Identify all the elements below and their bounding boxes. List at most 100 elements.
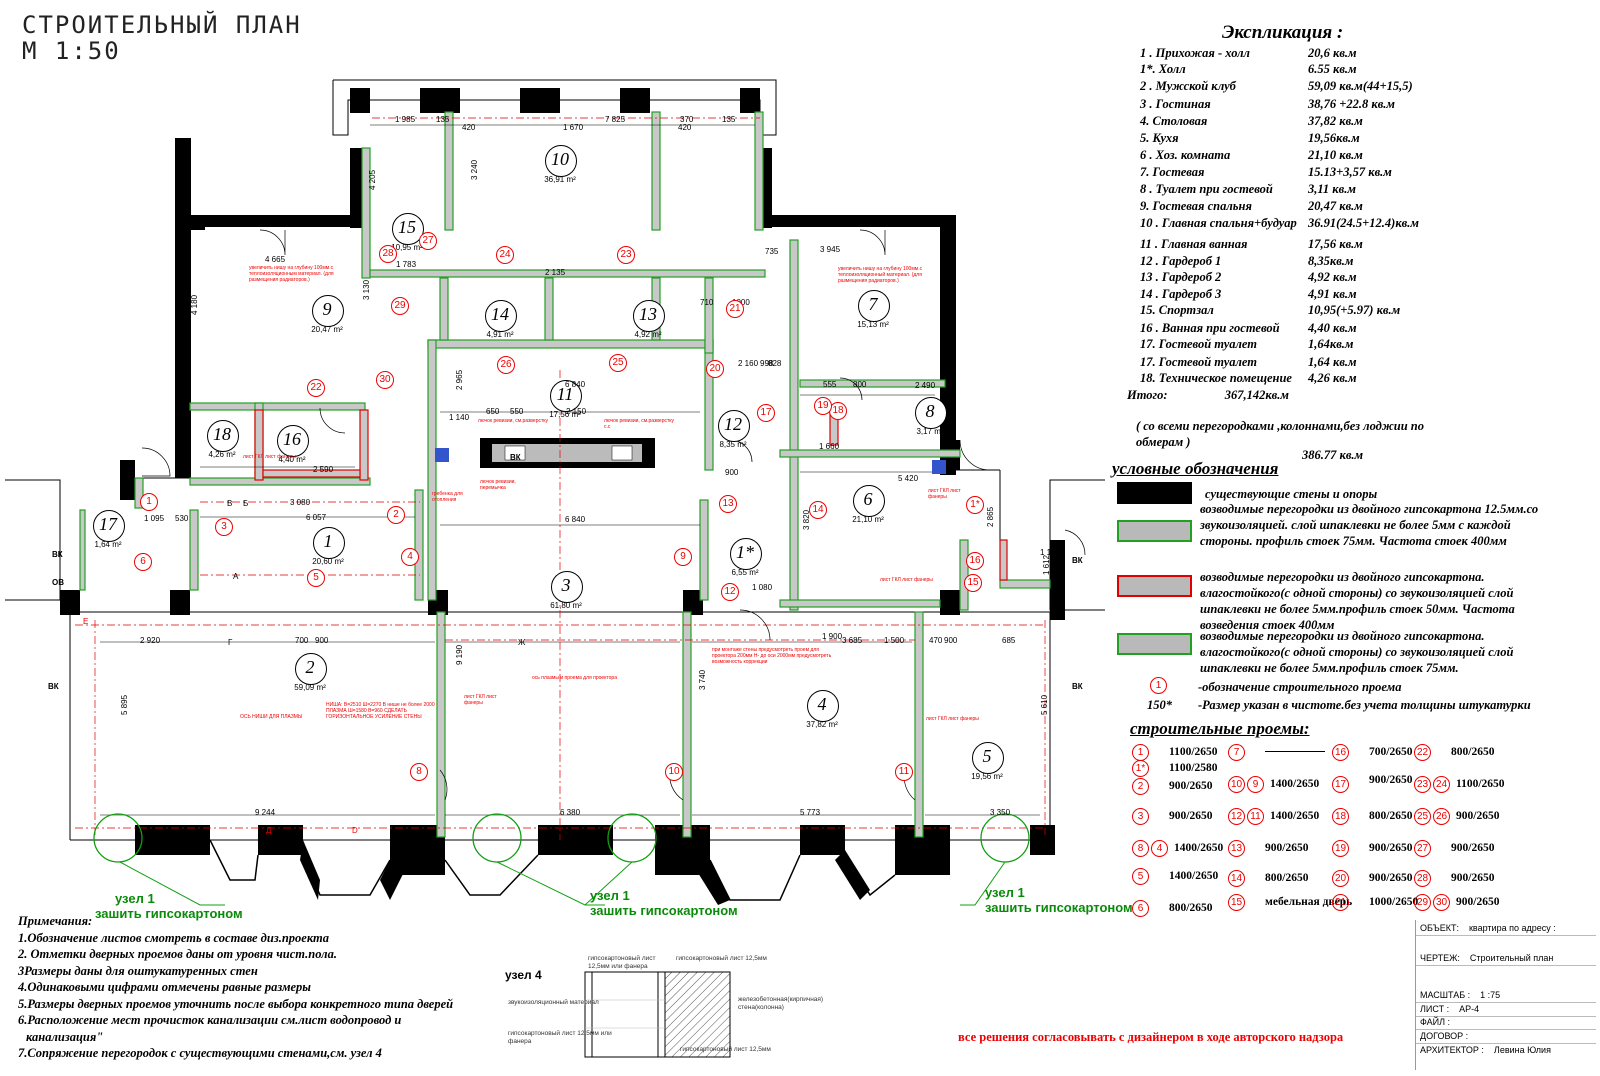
opening-size: 900/2650: [1451, 842, 1495, 854]
room-area-value: 15.13+3,57 кв.м: [1308, 165, 1392, 179]
legend-swatch-existing: [1117, 482, 1192, 504]
explication-note: ( со всеми перегородками ,колоннами,без …: [1136, 419, 1425, 449]
room-name: 10 . Главная спальня+будуар: [1140, 216, 1297, 230]
opening-size: 900/2650: [1369, 842, 1413, 854]
room-area-value: 4,26 кв.м: [1308, 371, 1357, 385]
title-block-row: ДОГОВОР :: [1420, 1031, 1478, 1041]
title-block-label: АРХИТЕКТОР :: [1420, 1045, 1484, 1055]
axis-letter: Б: [243, 499, 249, 508]
opening-number: 15: [1228, 894, 1245, 911]
legend-text-partition-50: возводимые перегородки из двойного гипсо…: [1200, 570, 1515, 632]
opening-number: 20: [1332, 870, 1349, 887]
room-name: 12 . Гардероб 1: [1140, 254, 1222, 268]
dimension-label: 3 685: [842, 636, 863, 645]
plan-annotation: лючок ревизии, см.разверстку: [478, 418, 549, 424]
dimension-label: 530: [175, 514, 189, 523]
room-name: 5. Кухя: [1140, 131, 1179, 145]
supervision-note: все решения согласовывать с дизайнером в…: [958, 1030, 1344, 1044]
room-name: 17. Гостевой туалет: [1140, 337, 1258, 351]
dimension-label: 710: [700, 298, 714, 307]
room-name: 1 . Прихожая - холл: [1140, 46, 1250, 60]
opening-number: 25: [1414, 808, 1431, 825]
axis-letter: В: [227, 499, 233, 508]
plan-annotation: лист ГКЛ лист фанеры: [880, 577, 933, 583]
dimension-label: 1 660: [819, 442, 840, 451]
legend-opening-symbol: 1: [1150, 677, 1167, 694]
opening-size: 1400/2650: [1174, 842, 1224, 854]
vk-mark: ВК: [48, 682, 59, 691]
room-name: 2 . Мужской клуб: [1140, 79, 1236, 93]
opening-number: 29: [1414, 894, 1431, 911]
opening-size: 800/2650: [1169, 902, 1213, 914]
node1-label-right: узел 1 зашить гипсокартоном: [985, 885, 1133, 915]
radiator-manifolds: [435, 448, 946, 474]
opening-number: 2: [1132, 778, 1149, 795]
door-opening-marker: 17: [757, 404, 775, 422]
dimension-label: 370: [680, 115, 694, 124]
dimension-label: 650: [486, 407, 500, 416]
dimension-label: 6 840: [565, 380, 586, 389]
room-area: 20,60 m²: [312, 557, 344, 566]
node1-label-left: узел 1 зашить гипсокартоном: [95, 891, 243, 921]
room-area-value: 10,95(+5.97) кв.м: [1308, 303, 1401, 317]
room-name: 13 . Гардероб 2: [1140, 270, 1222, 284]
title-block-label: ОБЪЕКТ:: [1420, 923, 1459, 933]
note-line: 5.Размеры дверных проемов уточнить после…: [18, 996, 454, 1011]
room-area: 3,17 m²: [916, 427, 944, 436]
explication-row: 15. Спортзал 10,95(+5.97) кв.м: [1140, 303, 1400, 318]
dimension-label: 900: [944, 636, 958, 645]
title-block-label: ФАЙЛ :: [1420, 1017, 1451, 1027]
title-block-divider: [1416, 1029, 1596, 1030]
door-opening-marker: 23: [617, 246, 635, 264]
opening-number: 4: [1151, 840, 1168, 857]
opening-size: 700/2650: [1369, 746, 1413, 758]
dimension-label: 998: [760, 359, 774, 368]
plan-annotation: увеличить нишу на глубину 100мм.с теплои…: [249, 265, 334, 283]
room-area-value: 3,11 кв.м: [1308, 182, 1356, 196]
door-opening-marker: 15: [964, 574, 982, 592]
room-name: 15. Спортзал: [1140, 303, 1214, 317]
room-marker: [915, 397, 947, 429]
room-marker: [313, 527, 345, 559]
room-number: 17: [99, 514, 117, 534]
room-name: 16 . Ванная при гостевой: [1140, 321, 1280, 335]
room-name: 9. Гостевая спальня: [1140, 199, 1252, 213]
legend-text-partition-75: возводимые перегородки из двойного гипсо…: [1200, 502, 1539, 548]
opening-size: 1100/2650: [1456, 778, 1505, 790]
room-area-value: 37,82 кв.м: [1308, 114, 1363, 128]
red-annotations: увеличить нишу на глубину 100мм.с теплои…: [240, 265, 979, 722]
node4-label: гипсокартоновый лист 12,5мм: [680, 1046, 771, 1053]
door-opening-marker: 29: [391, 297, 409, 315]
door-opening-marker: 24: [496, 246, 514, 264]
title-line-2: М 1:50: [22, 37, 121, 65]
room-area: 4,26 m²: [208, 450, 236, 459]
room-area: 15,13 m²: [857, 320, 889, 329]
legend-swatch-partition-50: [1117, 575, 1192, 597]
room-marker: [730, 538, 762, 570]
room-area: 4,91 m²: [486, 330, 514, 339]
door-opening-marker: 20: [706, 360, 724, 378]
room-marker: [718, 410, 750, 442]
room-area-value: 20,47 кв.м: [1308, 199, 1363, 213]
plan-annotation: при монтаже стены предусмотреть проем дл…: [712, 647, 832, 665]
legend-swatch-partition-wet: [1117, 633, 1192, 655]
room-name: 8 . Туалет при гостевой: [1140, 182, 1273, 196]
room-number: 10: [551, 149, 569, 169]
title-block-value: квартира по адресу :: [1468, 923, 1556, 933]
room-marker: [858, 290, 890, 322]
room-area: 21,10 m²: [852, 515, 884, 524]
